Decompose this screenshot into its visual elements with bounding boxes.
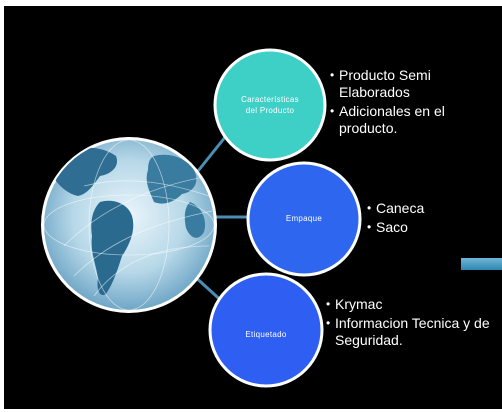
node-empaque-label: Empaque: [285, 213, 323, 223]
bullet-item: Caneca: [367, 200, 477, 217]
node-etiquetado-label: Etiquetado: [245, 329, 287, 339]
accent-bar: [461, 258, 502, 270]
bullet-item: Adicionales en el producto.: [330, 103, 490, 137]
node-caracteristicas-circle: [213, 48, 327, 162]
node-etiquetado-circle: [208, 272, 324, 388]
slide: Características del Producto Empaque Eti…: [4, 6, 502, 409]
bullet-item: Informacion Tecnica y de Seguridad.: [326, 315, 496, 349]
connector-caracteristicas: [192, 135, 228, 177]
bullet-item: Saco: [367, 219, 477, 236]
bullets-etiquetado: Krymac Informacion Tecnica y de Segurida…: [326, 296, 496, 351]
diagram-canvas: [41, 48, 362, 388]
bullets-empaque: Caneca Saco: [367, 200, 477, 238]
globe-icon: [41, 137, 217, 313]
bullet-item: Krymac: [326, 296, 496, 313]
bullets-caracteristicas: Producto Semi Elaborados Adicionales en …: [330, 67, 490, 139]
bullet-item: Producto Semi Elaborados: [330, 67, 490, 101]
node-empaque-circle: [246, 161, 362, 277]
node-caracteristicas-label: Características del Producto: [241, 95, 299, 115]
